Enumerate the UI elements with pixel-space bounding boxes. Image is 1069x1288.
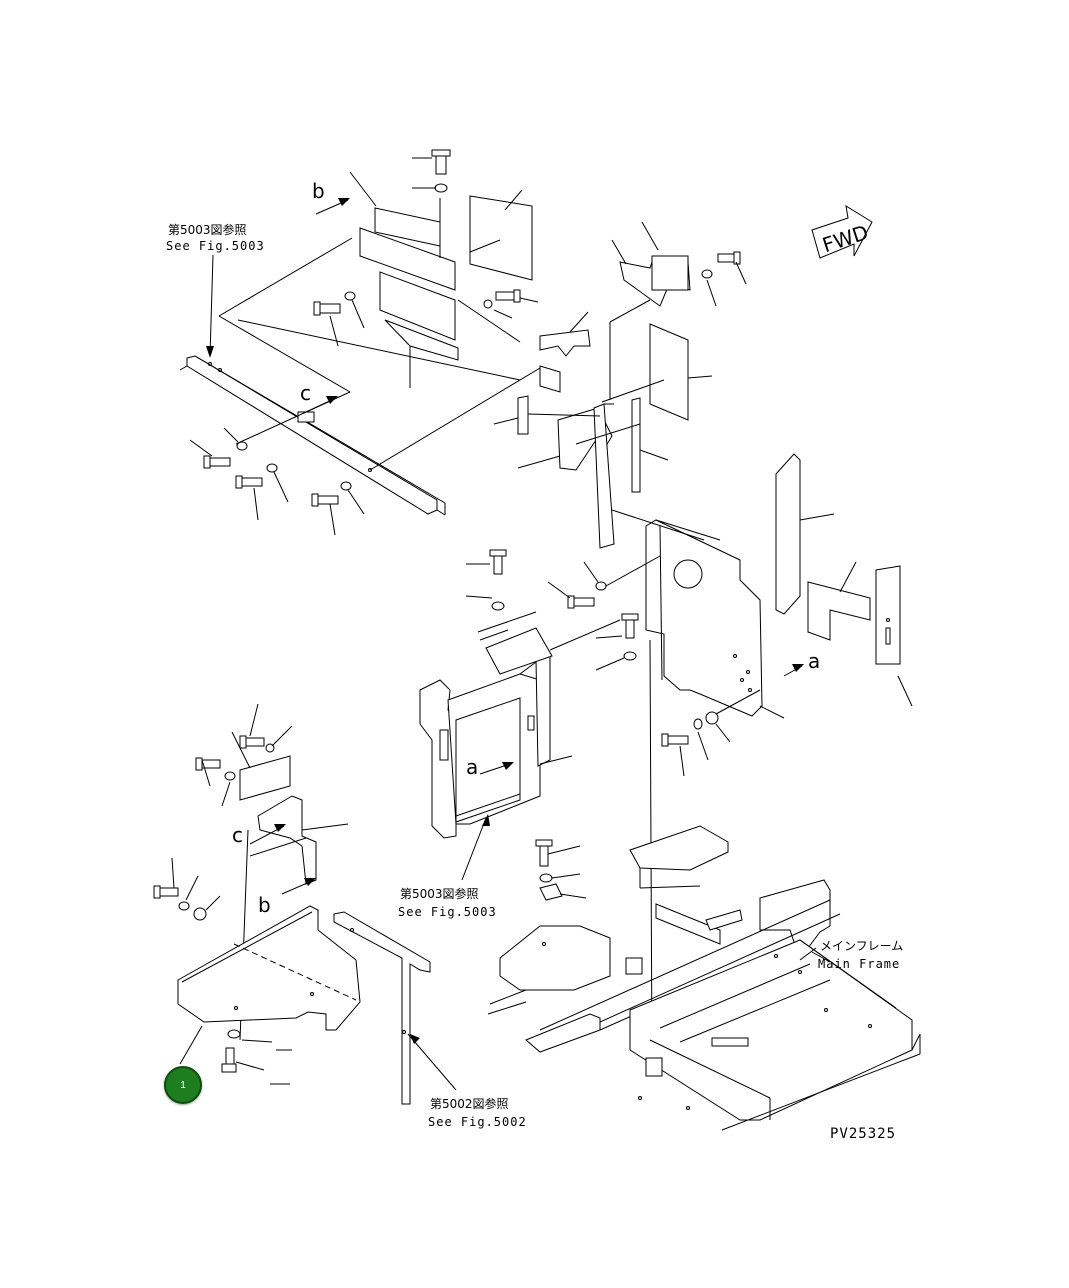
upper-plate <box>349 149 533 388</box>
beam-bolts <box>189 427 365 536</box>
view-label-c-top: c <box>300 381 311 405</box>
undercover-bolts <box>221 1029 292 1085</box>
ref-fig5003-top-jp: 第5003図参照 <box>168 222 247 237</box>
ref-fig5002-en: See Fig.5002 <box>428 1115 527 1129</box>
ref-fig5002-jp: 第5002図参照 <box>430 1096 509 1111</box>
ref-fig5003-mid-en: See Fig.5003 <box>398 905 497 919</box>
reference-lines-top <box>206 237 541 471</box>
main-frame-en: Main Frame <box>818 957 900 971</box>
callout-number: 1 <box>180 1079 186 1091</box>
view-arrows <box>249 198 817 961</box>
view-label-b-left: b <box>258 893 271 917</box>
fwd-arrow-icon: FWD <box>811 204 873 259</box>
left-undercover <box>177 905 361 1065</box>
view-label-c-left: c <box>232 823 243 847</box>
right-panels <box>775 453 913 707</box>
upper-bolts <box>313 289 539 347</box>
view-label-b-top: b <box>312 179 325 203</box>
ref-fig5003-mid-jp: 第5003図参照 <box>400 886 479 901</box>
right-upper-parts <box>601 221 747 421</box>
left-bottom-bolts <box>153 857 221 921</box>
main-frame <box>487 825 921 1131</box>
center-bracket <box>493 311 669 549</box>
drawing-code: PV25325 <box>830 1126 896 1142</box>
center-bolts <box>465 549 761 777</box>
cross-beam <box>179 355 446 516</box>
main-frame-jp: メインフレーム <box>820 939 903 953</box>
view-label-a-right: a <box>808 649 820 673</box>
mid-frame <box>419 611 621 839</box>
ref-fig5003-top-en: See Fig.5003 <box>166 239 265 253</box>
center-main-panel <box>611 509 785 719</box>
mid-bottom-bolts <box>535 839 587 901</box>
callout-marker[interactable]: 1 <box>164 1066 202 1104</box>
view-label-a-mid: a <box>466 755 478 779</box>
side-plate <box>333 911 457 1105</box>
